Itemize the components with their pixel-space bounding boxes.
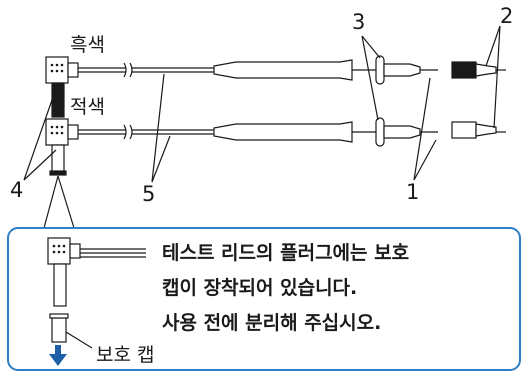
red-probe-tip [383,125,421,139]
note-line-1: 테스트 리드의 플러그에는 보호 [162,242,410,264]
black-probe-tip [383,63,421,77]
leader-lines [23,25,501,229]
note-line-2: 캡이 장착되어 있습니다. [162,277,358,299]
down-arrow-icon [49,345,67,366]
red-plug-neck [67,124,79,140]
red-adapter [451,121,477,139]
callout-1: 1 [406,180,420,204]
red-plug-pin [51,144,65,174]
black-plug-neck [67,62,79,78]
black-plug-pin [51,82,65,118]
note-plug-illustration [47,237,146,349]
black-adapter [451,61,477,79]
black-lead-label: 흑색 [70,34,105,56]
red-finger-guard [375,117,385,147]
callout-3: 3 [352,10,366,34]
red-lead [45,117,506,176]
red-plug-dots [50,125,64,135]
note-frame [7,227,521,371]
note-line-3: 사용 전에 분리해 주십시오. [162,312,382,334]
red-lead-label: 적색 [70,96,105,118]
protective-cap [51,317,67,343]
callout-2: 2 [500,4,514,28]
black-probe-body [213,59,353,81]
callout-5: 5 [142,182,156,206]
black-lead [45,55,506,118]
callout-4: 4 [10,178,24,202]
black-plug-dots [50,63,64,73]
protective-cap-label: 보호 캡 [96,344,155,366]
red-probe-body [213,121,353,143]
black-finger-guard [375,55,385,85]
